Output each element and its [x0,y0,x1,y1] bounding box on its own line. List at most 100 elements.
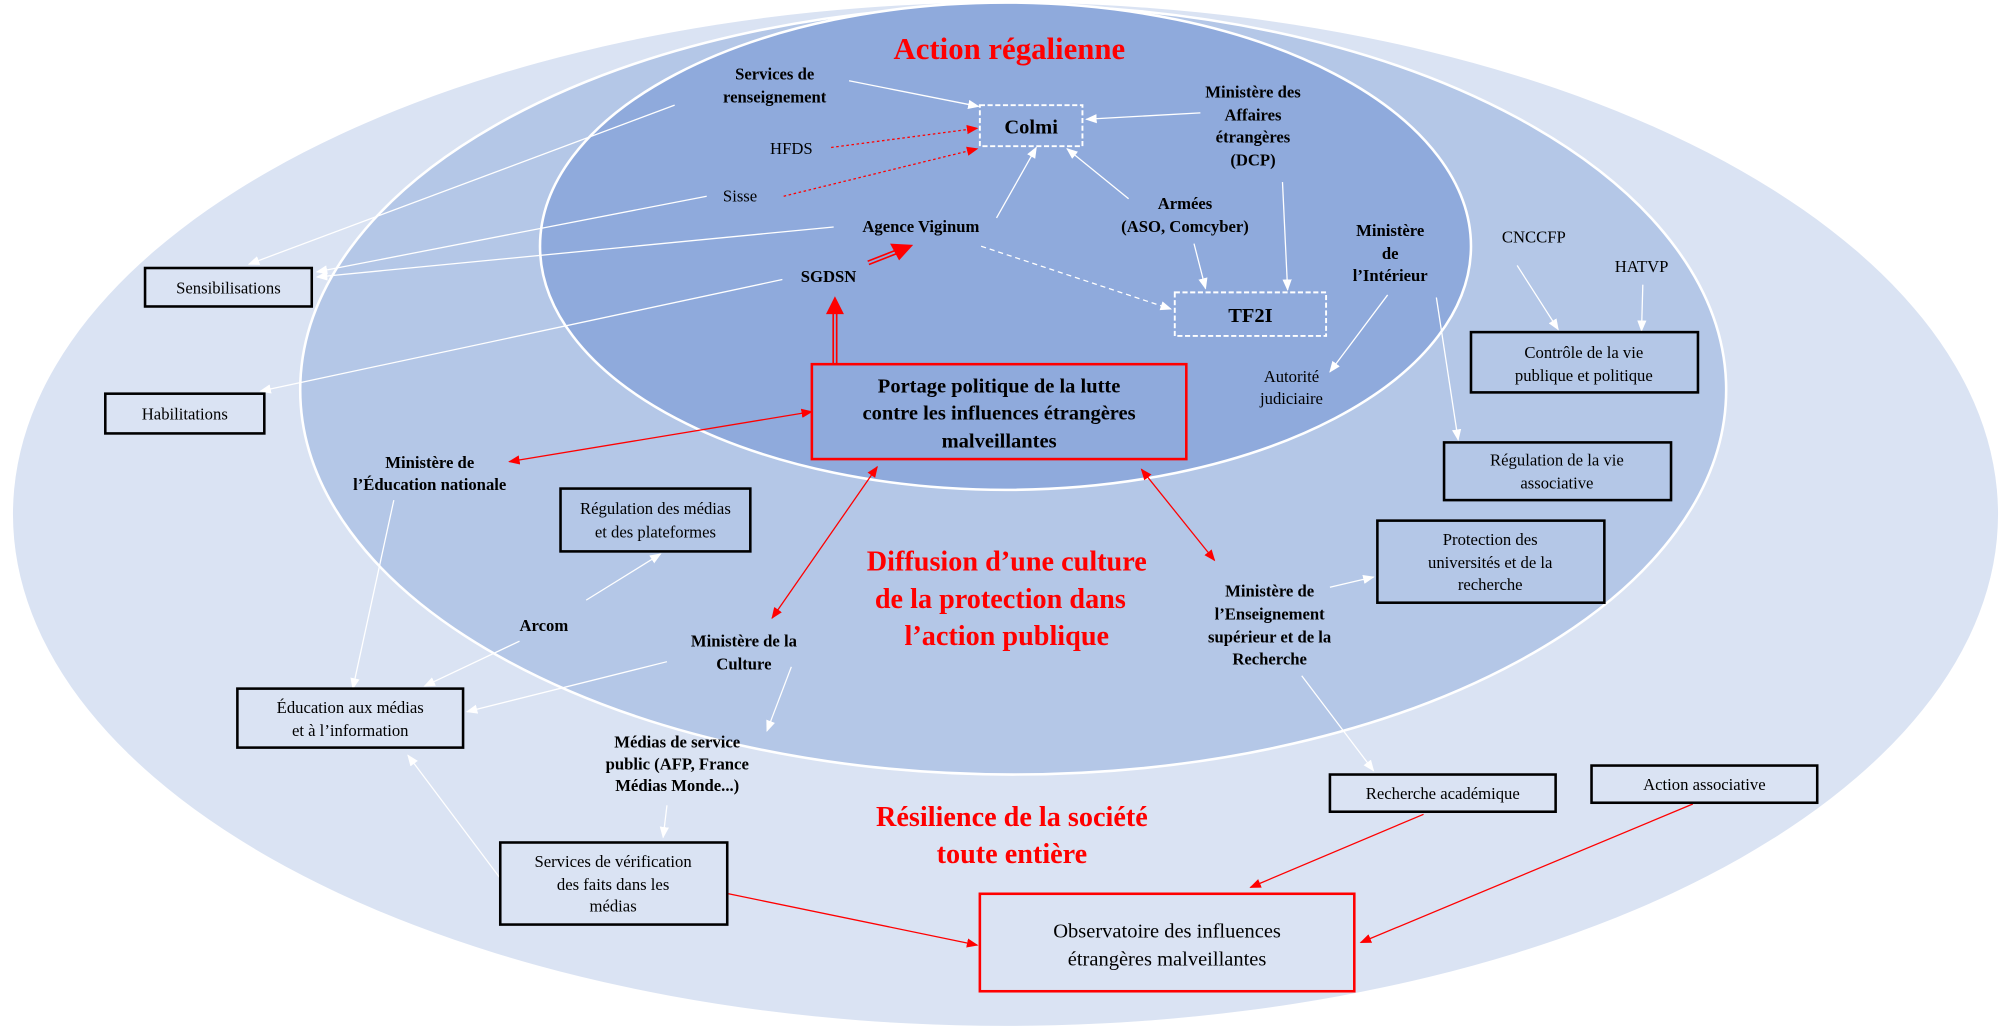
node-label-line: (ASO, Comcyber) [1121,217,1249,236]
connector-arrow [315,226,834,281]
node-sensibilisations: Sensibilisations [176,279,281,298]
connector-arrow [465,661,668,714]
colmi-box [978,104,1084,148]
node-habilitations: Habilitations [142,404,228,423]
node-interieur: Ministère de l’Intérieur [1353,221,1429,285]
node-label-line: Médias de service [614,733,740,752]
node-label-line: étrangères malveillantes [1068,949,1267,971]
connector-arrow [848,80,980,109]
connector-arrow [1435,297,1462,441]
connector-arrow [659,805,669,839]
connector-arrow [1193,243,1208,290]
node-label-line: Autorité [1264,367,1320,386]
verification-box [498,841,729,926]
node-label-line: l’Enseignement [1215,604,1326,623]
node-cnccfp: CNCCFP [1502,227,1566,246]
node-label-line: l’Éducation nationale [353,475,506,494]
node-regulation-vie-associative: Régulation de la vie associative [1490,450,1624,492]
habilitations-box [104,392,266,435]
node-label-line: malveillantes [942,431,1057,453]
zone-title-line: l’action publique [905,621,1110,652]
node-services-renseignement: Services de renseignement [723,65,827,107]
regulation-vie-associative-box [1442,441,1673,502]
node-recherche-academique: Recherche académique [1366,784,1520,803]
node-label-line: des faits dans les [557,875,669,894]
connector-arrow [350,499,395,690]
node-label-line: Recherche [1232,649,1307,668]
node-label-line: Affaires [1224,106,1282,125]
node-label-line: associative [1520,474,1593,493]
node-label-line: de [1382,244,1399,263]
education-medias-box [236,687,465,749]
node-label-line: renseignement [723,88,827,107]
node-label-line: Ministère des [1205,82,1301,101]
portage-box [810,362,1188,461]
zone-title-line: Diffusion d’une culture [867,547,1147,578]
node-tf2i: TF2I [1228,305,1272,327]
connector-arrow [867,250,899,264]
connector-arrow [508,408,814,465]
node-education-nationale: Ministère de l’Éducation nationale [353,453,506,494]
connector-arrow [1329,574,1375,588]
connector-arrow [995,146,1037,219]
node-viginum: Agence Viginum [862,217,979,236]
node-hatvp: HATVP [1615,257,1669,276]
node-label-line: et des plateformes [595,522,716,541]
node-label-line: Ministère de [385,453,474,472]
node-label-line: judiciaire [1259,389,1323,408]
connector-arrow [980,245,1173,311]
node-armees: Armées(ASO, Comcyber) [1121,194,1249,236]
node-label-line: Ministère [1356,221,1424,240]
zone-title-diffusion: Diffusion d’une culture de la protection… [867,547,1147,652]
arrowhead-icon [890,243,914,261]
zone-title-line: Résilience de la société [876,802,1148,833]
connector-arrow [766,666,792,733]
connector-arrow [259,278,783,394]
zone-title-line: de la protection dans [875,584,1126,615]
white-arrows [247,80,1647,879]
connector-arrow [1066,148,1130,200]
connector-arrow [1301,675,1375,772]
node-arcom: Arcom [519,616,568,635]
connector-arrow [247,104,675,265]
node-label-line: Régulation de la vie [1490,450,1624,469]
node-label-line: l’Intérieur [1353,266,1429,285]
connector-arrow [771,465,878,620]
node-label-line: (DCP) [1230,150,1275,169]
node-label-line: publique et politique [1515,366,1653,385]
node-label-line: Régulation des médias [580,499,731,518]
node-label-line: contre les influences étrangères [863,402,1136,424]
connector-arrow [1281,182,1292,291]
red-arrows [508,125,1694,948]
inner-zone-regalian [538,1,1473,492]
connector-arrow [423,640,520,687]
node-colmi: Colmi [1004,116,1058,138]
node-medias-service-public: Médias de service public (AFP, FranceMédi… [606,733,749,796]
arrowhead-icon [825,296,844,315]
connector-arrow [1516,265,1559,331]
connector-arrow [1140,468,1216,562]
node-label-line: Services de vérification [534,852,692,871]
controle-box [1469,330,1700,394]
node-label-line: Ministère de [1225,581,1314,600]
node-label-line: recherche [1458,575,1523,594]
connector-arrow [1085,112,1201,124]
tf2i-box [1173,291,1328,337]
connector-arrow [1249,813,1424,888]
node-label-line: et à l’information [292,721,409,740]
node-label-line: Médias Monde...) [615,776,739,795]
connector-arrow [831,125,979,149]
node-hfds: HFDS [770,139,813,158]
node-regulation-medias: Régulation des médias et des plateformes [580,499,731,541]
node-label-line: public (AFP, France [606,754,749,773]
recherche-academique-box [1328,773,1557,814]
zone-title-line: toute entière [937,839,1088,870]
zone-title-resilience: Résilience de la société toute entière [876,802,1148,870]
connector-arrow [315,195,707,275]
node-sgdsn: SGDSN [801,267,857,286]
node-label-line: Services de [735,65,814,84]
